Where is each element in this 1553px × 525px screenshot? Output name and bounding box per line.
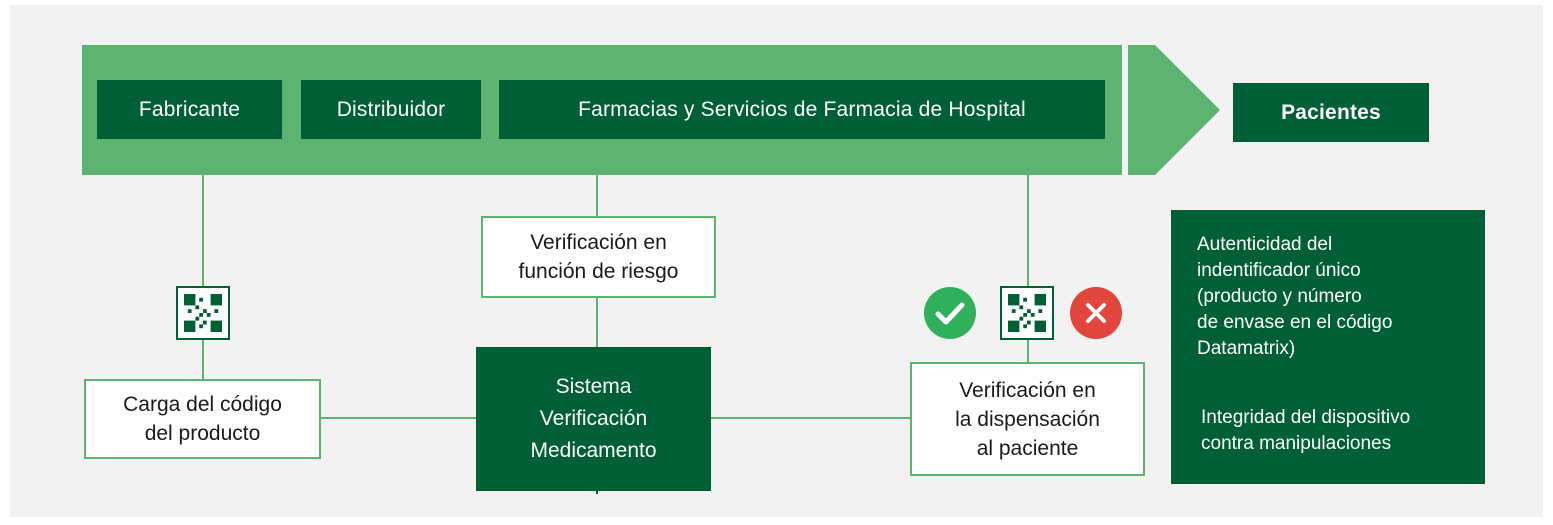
cross-circle-icon	[1070, 287, 1122, 339]
node-upload-code: Carga del código del producto	[84, 379, 321, 459]
datamatrix-code-icon	[176, 286, 230, 340]
stage-manufacturer: Fabricante	[97, 80, 282, 139]
stage-distributor: Distribuidor	[301, 80, 481, 139]
authenticity-text: Autenticidad del indentificador único (p…	[1197, 234, 1393, 359]
stage-patients: Pacientes	[1233, 83, 1429, 142]
node-verification-system: Sistema Verificación Medicamento	[476, 347, 711, 491]
node-dispensing-verification: Verificación en la dispensación al pacie…	[910, 362, 1145, 476]
datamatrix-code-icon	[1000, 286, 1054, 340]
stage-pharmacies: Farmacias y Servicios de Farmacia de Hos…	[499, 80, 1105, 139]
checkmark-circle-icon	[924, 287, 976, 339]
info-panel: Autenticidad del indentificador único (p…	[1171, 210, 1485, 484]
integrity-text: Integridad del dispositivo contra manipu…	[1201, 407, 1411, 454]
supply-chain-arrowhead	[1128, 45, 1220, 175]
node-risk-verification: Verificación en función de riesgo	[481, 216, 716, 298]
